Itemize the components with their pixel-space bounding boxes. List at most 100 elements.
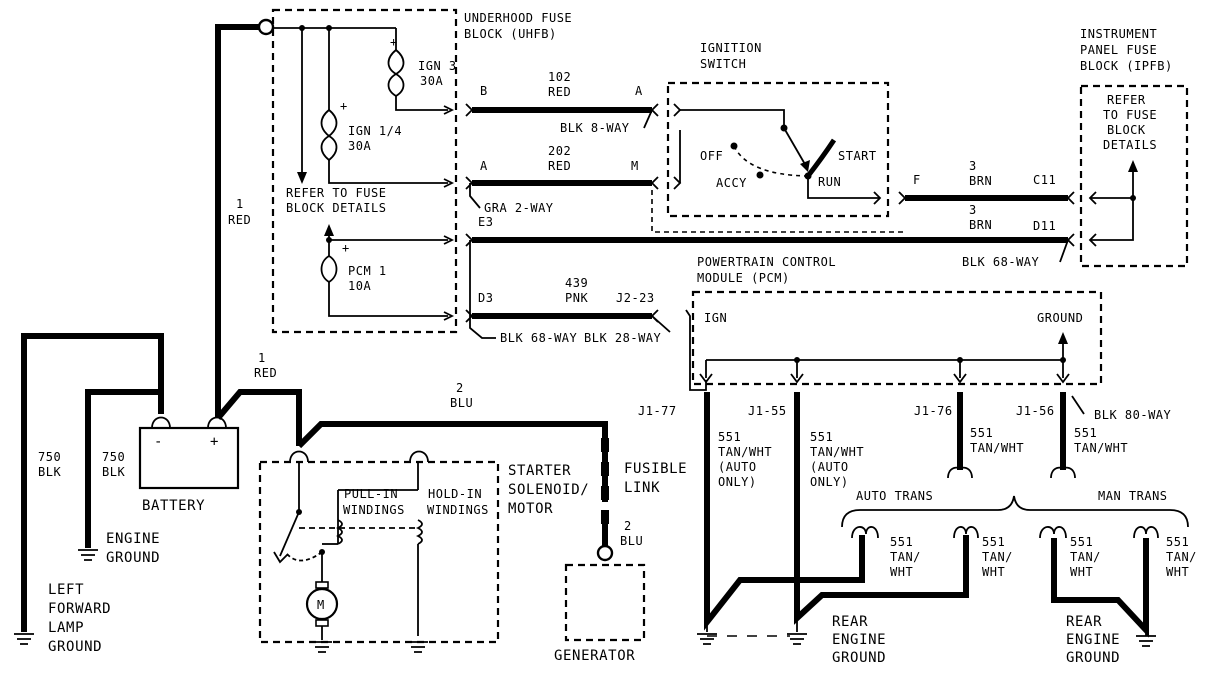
hold-in-winding-icon bbox=[415, 519, 423, 545]
svg-text:+: + bbox=[210, 434, 219, 450]
hold-in-windings-label: HOLD-IN WINDINGS bbox=[427, 487, 489, 517]
svg-text:GROUND: GROUND bbox=[106, 550, 160, 566]
svg-text:RED: RED bbox=[254, 366, 277, 380]
svg-text:BRN: BRN bbox=[969, 218, 992, 232]
ipfb-label: INSTRUMENT PANEL FUSE BLOCK (IPFB) bbox=[1080, 27, 1172, 73]
svg-text:J1-77: J1-77 bbox=[638, 404, 677, 418]
svg-text:2: 2 bbox=[624, 519, 632, 533]
ground-cable-750-label-a: 750 BLK bbox=[38, 450, 61, 479]
fusible-link-icon bbox=[601, 438, 609, 524]
svg-text:TAN/WHT: TAN/WHT bbox=[718, 445, 772, 459]
pcm-box bbox=[691, 290, 1103, 386]
ign3-fuse-label: IGN 3 30A bbox=[418, 59, 456, 88]
svg-text:START: START bbox=[838, 149, 877, 163]
wire-551-man-ground bbox=[1051, 538, 1149, 638]
svg-text:(AUTO: (AUTO bbox=[810, 460, 849, 474]
svg-text:551: 551 bbox=[1166, 535, 1189, 549]
svg-text:J1-76: J1-76 bbox=[914, 404, 953, 418]
ground-cable-750-label-b: 750 BLK bbox=[102, 450, 125, 479]
svg-text:RED: RED bbox=[548, 85, 571, 99]
svg-text:750: 750 bbox=[102, 450, 125, 464]
svg-text:D11: D11 bbox=[1033, 219, 1056, 233]
wire-202-label: 202 RED bbox=[548, 144, 571, 173]
svg-text:BLOCK (UHFB): BLOCK (UHFB) bbox=[464, 27, 557, 41]
generator-box bbox=[564, 563, 646, 642]
battery-icon bbox=[138, 426, 240, 490]
svg-text:GROUND: GROUND bbox=[1066, 650, 1120, 666]
svg-text:STARTER: STARTER bbox=[508, 463, 571, 479]
battery-to-starter-cable bbox=[215, 389, 302, 446]
svg-text:M: M bbox=[317, 598, 325, 612]
svg-text:RED: RED bbox=[228, 213, 251, 227]
rear-ground-mid-icon bbox=[787, 633, 807, 645]
svg-text:BRN: BRN bbox=[969, 174, 992, 188]
svg-text:TAN/WHT: TAN/WHT bbox=[1074, 441, 1128, 455]
svg-text:PCM 1: PCM 1 bbox=[348, 264, 387, 278]
svg-text:30A: 30A bbox=[420, 74, 443, 88]
wire-551-j1-56-label: 551 TAN/WHT bbox=[1074, 426, 1128, 455]
battery-cable-label-lower: 1 RED bbox=[254, 351, 277, 380]
svg-text:J2-23: J2-23 bbox=[616, 291, 655, 305]
fusible-link-label: FUSIBLE LINK bbox=[624, 461, 687, 496]
svg-text:551: 551 bbox=[1074, 426, 1097, 440]
svg-text:PNK: PNK bbox=[565, 291, 588, 305]
svg-text:1: 1 bbox=[258, 351, 266, 365]
svg-text:C11: C11 bbox=[1033, 173, 1056, 187]
left-forward-lamp-ground-label: LEFT FORWARD LAMP GROUND bbox=[48, 582, 111, 655]
svg-text:WINDINGS: WINDINGS bbox=[427, 503, 489, 517]
pull-in-windings-label: PULL-IN WINDINGS bbox=[343, 487, 404, 517]
ign14-fuse-label: IGN 1/4 30A bbox=[348, 124, 402, 153]
wire-551-auto-a-label: 551 TAN/ WHT bbox=[890, 535, 921, 579]
svg-text:TAN/: TAN/ bbox=[1166, 550, 1197, 564]
svg-text:WHT: WHT bbox=[1166, 565, 1189, 579]
svg-text:+: + bbox=[390, 35, 398, 49]
starter-solenoid-box bbox=[258, 460, 500, 644]
svg-text:+: + bbox=[340, 99, 348, 113]
svg-text:E3: E3 bbox=[478, 215, 493, 229]
svg-text:TAN/WHT: TAN/WHT bbox=[970, 441, 1024, 455]
svg-text:(AUTO: (AUTO bbox=[718, 460, 757, 474]
svg-text:UNDERHOOD FUSE: UNDERHOOD FUSE bbox=[464, 11, 572, 25]
svg-text:BLK: BLK bbox=[102, 465, 125, 479]
rear-ground-left-icon bbox=[697, 633, 717, 645]
svg-text:551: 551 bbox=[970, 426, 993, 440]
svg-text:TAN/: TAN/ bbox=[890, 550, 921, 564]
ign14-fuse-icon bbox=[320, 109, 338, 162]
wire-3-brn-label-top: 3 BRN bbox=[969, 159, 992, 188]
svg-text:IGN: IGN bbox=[704, 311, 727, 325]
wire-551-j1-55-label: 551 TAN/WHT (AUTO ONLY) bbox=[810, 430, 864, 489]
svg-text:MODULE (PCM): MODULE (PCM) bbox=[697, 271, 790, 285]
svg-text:439: 439 bbox=[565, 276, 588, 290]
svg-text:WHT: WHT bbox=[1070, 565, 1093, 579]
svg-text:551: 551 bbox=[810, 430, 833, 444]
uhfb-refer-label: REFER TO FUSE BLOCK DETAILS bbox=[286, 186, 386, 215]
pcm1-fuse-label: PCM 1 10A bbox=[348, 264, 387, 293]
ignition-switch-box bbox=[666, 81, 890, 218]
svg-text:ENGINE: ENGINE bbox=[106, 531, 160, 547]
generator-label: GENERATOR bbox=[554, 648, 635, 664]
svg-text:ACCY: ACCY bbox=[716, 176, 747, 190]
svg-text:GROUND: GROUND bbox=[1037, 311, 1083, 325]
svg-text:102: 102 bbox=[548, 70, 571, 84]
ign3-fuse-icon bbox=[387, 49, 405, 98]
wire-3-brn-label-bottom: 3 BRN bbox=[969, 203, 992, 232]
svg-text:ONLY): ONLY) bbox=[718, 475, 757, 489]
svg-text:IGN 1/4: IGN 1/4 bbox=[348, 124, 402, 138]
pcm1-fuse-icon bbox=[320, 255, 338, 284]
svg-text:BLK: BLK bbox=[38, 465, 61, 479]
svg-text:ENGINE: ENGINE bbox=[1066, 632, 1120, 648]
svg-text:LEFT: LEFT bbox=[48, 582, 84, 598]
pull-in-winding-icon bbox=[335, 519, 343, 545]
wire-551-j1-76-label: 551 TAN/WHT bbox=[970, 426, 1024, 455]
svg-text:BLOCK DETAILS: BLOCK DETAILS bbox=[286, 201, 386, 215]
svg-text:2: 2 bbox=[456, 381, 464, 395]
wire-2-blu-label-upper: 2 BLU bbox=[450, 381, 473, 410]
ipfb-refer-label: REFER TO FUSE BLOCK DETAILS bbox=[1103, 93, 1157, 152]
svg-text:MOTOR: MOTOR bbox=[508, 501, 553, 517]
svg-text:PULL-IN: PULL-IN bbox=[344, 487, 398, 501]
svg-text:202: 202 bbox=[548, 144, 571, 158]
auto-trans-label: AUTO TRANS bbox=[856, 489, 933, 503]
rear-ground-right-icon bbox=[1136, 635, 1156, 647]
svg-text:A: A bbox=[480, 159, 488, 173]
